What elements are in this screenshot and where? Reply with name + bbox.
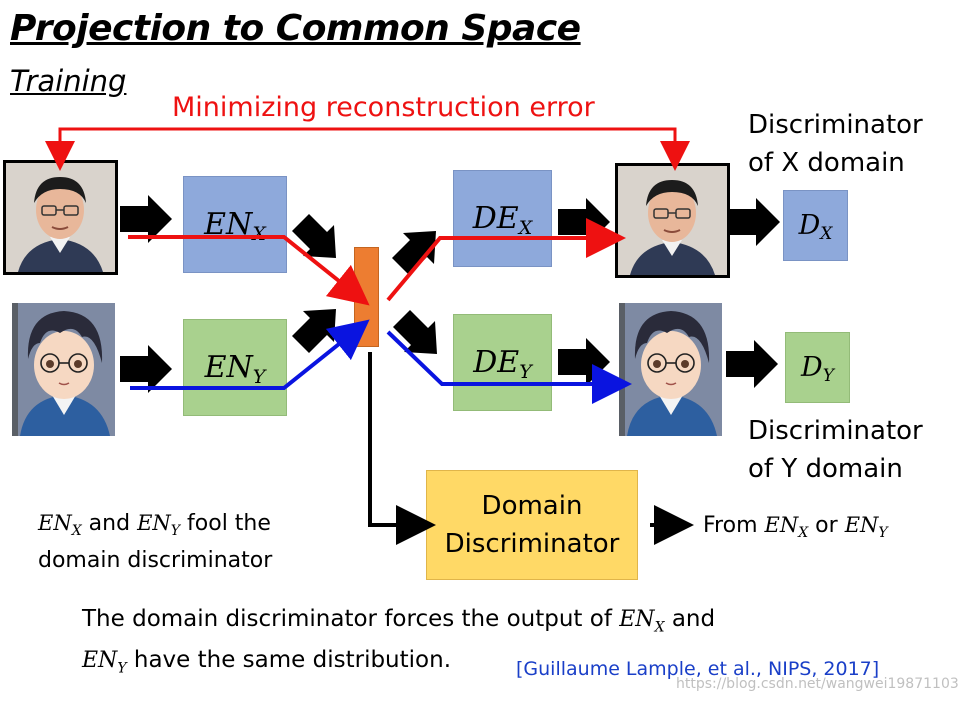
discriminator-x-caption: Discriminator of X domain (748, 110, 923, 178)
bottom-note: The domain discriminator forces the outp… (82, 606, 716, 677)
reconstruction-label: Minimizing reconstruction error (172, 92, 595, 123)
domain-discriminator-box: Domain Discriminator (426, 470, 638, 580)
decoder-x-subscript: X (518, 216, 533, 239)
watermark: https://blog.csdn.net/wangwei19871103 (676, 676, 959, 692)
red-path-decode (386, 218, 626, 302)
reconstructed-photo-x (615, 163, 730, 278)
reconstruction-bracket (58, 127, 677, 155)
discriminator-x-subscript: X (820, 223, 833, 244)
from-note: From ENX or ENY (703, 513, 888, 542)
decoder-y-label: DE (473, 345, 520, 380)
discriminator-x-label: D (798, 210, 821, 241)
encoder-y-label: EN (204, 350, 253, 385)
block-arrow (728, 198, 780, 246)
blue-path (130, 319, 370, 390)
latent-to-domain-arrow (368, 352, 436, 545)
input-photo-x (3, 160, 118, 275)
red-path (128, 235, 370, 306)
block-arrow (292, 309, 336, 353)
block-arrow (392, 231, 436, 275)
block-arrow (393, 310, 437, 354)
input-anime-y (12, 303, 115, 436)
real-face-illustration (618, 166, 727, 275)
reconstructed-anime-y (619, 303, 722, 436)
fool-note: ENX and ENY fool the domain discriminato… (38, 511, 273, 574)
decoder-x-label: DE (472, 201, 519, 236)
block-arrow (120, 195, 172, 243)
discriminator-y-caption: Discriminator of Y domain (748, 416, 923, 484)
block-arrow (292, 214, 336, 258)
discriminator-y-label: D (801, 352, 823, 383)
anime-face-illustration (619, 303, 722, 436)
block-arrow (558, 338, 610, 386)
page-title: Projection to Common Space (10, 8, 581, 49)
citation: [Guillaume Lample, et al., NIPS, 2017] (516, 658, 880, 680)
discriminator-y-subscript: Y (822, 365, 834, 386)
block-arrow (120, 345, 172, 393)
encoder-y-subscript: Y (252, 365, 266, 388)
block-arrow (726, 340, 778, 388)
domain-discriminator-line1: Domain (481, 491, 583, 521)
real-face-illustration (6, 163, 115, 272)
domain-discriminator-line2: Discriminator (444, 529, 620, 559)
page-subtitle: Training (10, 64, 127, 98)
blue-path-decode (386, 330, 632, 404)
anime-face-illustration (12, 303, 115, 436)
decoder-y-subscript: Y (519, 360, 532, 383)
